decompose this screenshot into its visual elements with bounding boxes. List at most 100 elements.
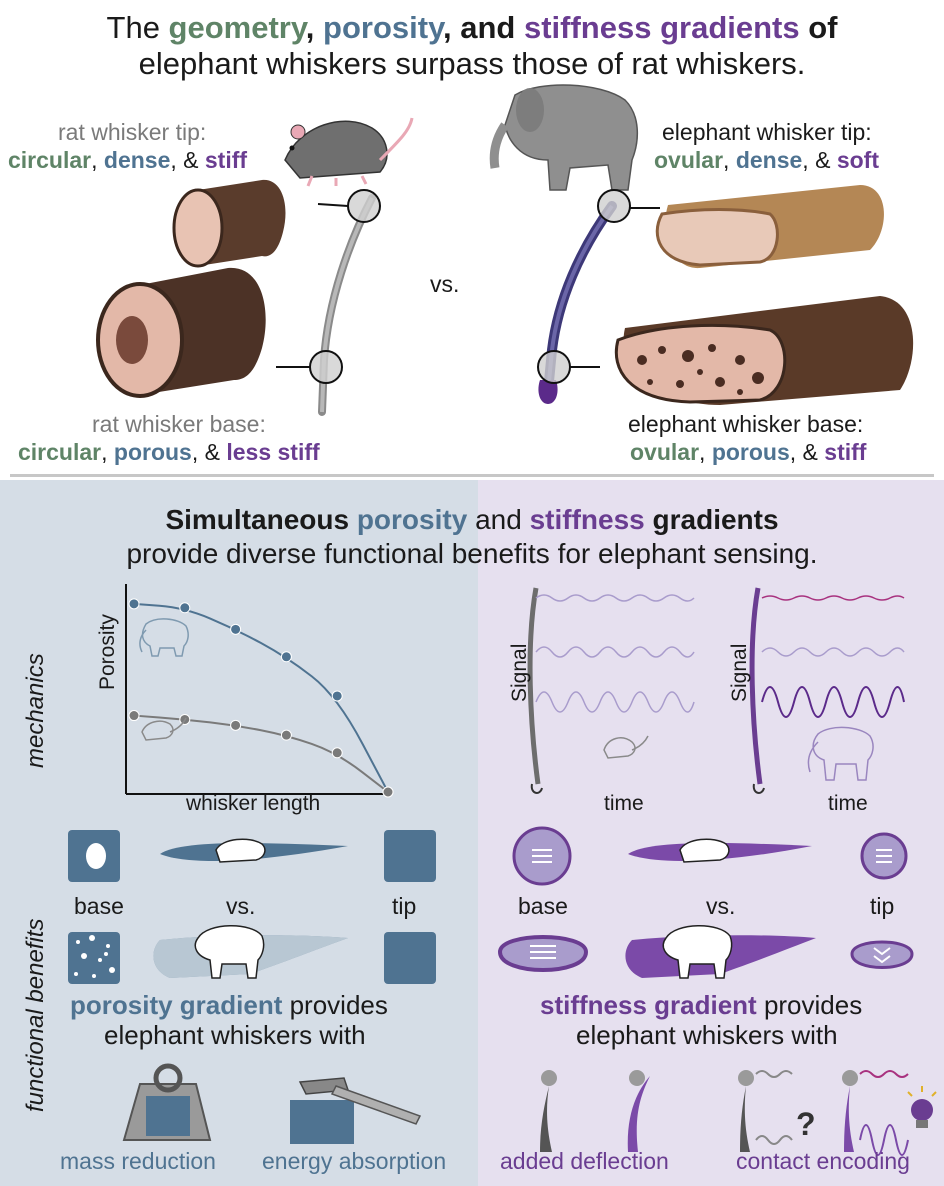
title-comma: , (305, 10, 324, 45)
trait-geometry: circular (18, 439, 102, 465)
trait-geometry: ovular (654, 147, 724, 173)
figure-title-line2: elephant whiskers surpass those of rat w… (138, 46, 806, 81)
base-label-right: base (518, 893, 568, 919)
sep: , & (802, 147, 837, 173)
tip-label-left: tip (392, 893, 417, 919)
data-point-series1-4 (331, 747, 343, 759)
sep: , (723, 147, 736, 173)
title-geometry: geometry (168, 10, 306, 45)
deflection-icon (540, 1070, 650, 1152)
sep: , & (170, 147, 205, 173)
trait-porosity: dense (103, 147, 171, 173)
elephant-signal-trace-2 (761, 647, 905, 657)
rat-whisker-signal (527, 587, 541, 785)
elephant-icon (489, 84, 639, 191)
signal-panels (527, 587, 905, 794)
energy-absorption-label: energy absorption (262, 1148, 447, 1174)
time-xlabel-elephant: time (828, 792, 868, 815)
stiffness-benefit-text-line2: elephant whiskers with (576, 1020, 838, 1050)
sep: , & (789, 439, 825, 465)
rat-signal-trace-2 (535, 646, 695, 658)
signal-ylabel-elephant: Signal (728, 643, 751, 702)
elephant-base-label: elephant whisker base: (628, 411, 864, 437)
rat-outline-icon (141, 717, 187, 741)
elephant-base-ovule (497, 935, 589, 972)
porosity-benefit-text: porosity gradient provides (70, 990, 388, 1020)
hammer-icon (290, 1077, 422, 1144)
elephant-base-marker (537, 350, 571, 384)
rat-base-section (96, 267, 266, 398)
rat-base-traits: circular, porous, & less stiff (18, 438, 320, 466)
rat-tip-section (172, 179, 286, 268)
porosity-ylabel: Porosity (96, 614, 119, 690)
sep: , & (191, 439, 227, 465)
mass-reduction-label: mass reduction (60, 1148, 216, 1174)
trait-stiffness: soft (836, 147, 879, 173)
porosity-benefit-text-line2: elephant whiskers with (104, 1020, 366, 1050)
rat-outline-icon (679, 838, 730, 863)
title-porosity: porosity (323, 10, 444, 45)
section-title: Simultaneous porosity and stiffness grad… (0, 504, 944, 536)
rat-tip-traits: circular, dense, & stiff (8, 146, 247, 174)
stiffness-benefit-text: stiffness gradient provides (540, 990, 862, 1020)
data-point-series0-3 (280, 651, 292, 663)
series-line-elephant (133, 602, 389, 793)
data-point-series0-4 (331, 690, 343, 702)
sep: , (91, 147, 104, 173)
figure-title: The geometry, porosity, and stiffness gr… (0, 10, 944, 46)
data-point-series0-2 (230, 623, 242, 635)
rat-tip-square (384, 830, 436, 882)
vs-label: vs. (430, 271, 460, 297)
data-point-series1-0 (128, 710, 140, 722)
section-subtitle: provide diverse functional benefits for … (126, 538, 818, 569)
elephant-whisker-signal (749, 587, 763, 785)
title-of: of (799, 10, 838, 45)
question-mark: ? (796, 1106, 816, 1142)
elephant-signal-trace-1 (761, 595, 905, 601)
elephant-tip-square (384, 932, 436, 984)
elephant-tip-marker (597, 189, 631, 223)
trait-porosity: dense (735, 147, 803, 173)
elephant-base-section (614, 296, 914, 405)
elephant-base-traits: ovular, porous, & stiff (630, 438, 866, 466)
porosity-xlabel: whisker length (186, 792, 321, 815)
rat-base-label: rat whisker base: (92, 411, 266, 437)
trait-stiffness: stiff (204, 147, 248, 173)
base-label-left: base (74, 893, 124, 919)
rat-outline-icon (603, 735, 649, 759)
time-xlabel-rat: time (604, 792, 644, 815)
vs-label-left: vs. (226, 893, 256, 919)
section-divider (10, 474, 934, 477)
section-title-porosity: porosity (356, 504, 468, 535)
porosity-gradient-label: porosity gradient (70, 990, 283, 1020)
trait-geometry: ovular (630, 439, 700, 465)
section-title-and: and (467, 504, 530, 535)
elephant-outline-icon (139, 618, 189, 657)
weight-icon (122, 1063, 212, 1141)
elephant-tip-traits: ovular, dense, & soft (654, 146, 879, 174)
title-and: , and (443, 10, 524, 45)
provides-label: provides (756, 990, 863, 1020)
trait-geometry: circular (8, 147, 92, 173)
rat-tip-marker (347, 189, 381, 223)
rat-signal-trace-3 (535, 691, 695, 713)
title-word: The (106, 10, 169, 45)
sep: , (699, 439, 712, 465)
sep: , (101, 439, 114, 465)
elephant-outline-icon (807, 726, 874, 781)
added-deflection-label: added deflection (500, 1148, 669, 1174)
mechanics-label: mechanics (22, 653, 49, 768)
rat-outline-icon (215, 838, 266, 863)
elephant-outline-icon (194, 925, 265, 979)
benefit-icons (122, 1063, 937, 1156)
elephant-tip-label: elephant whisker tip: (662, 119, 872, 145)
data-point-series1-5 (382, 786, 394, 798)
elephant-tip-section (655, 185, 884, 269)
rat-signal-trace-1 (535, 594, 695, 602)
data-point-series1-3 (280, 729, 292, 741)
data-point-series0-0 (128, 598, 140, 610)
rat-icon (284, 117, 414, 187)
provides-label: provides (282, 990, 388, 1020)
vs-label-right: vs. (706, 893, 736, 919)
contact-encoding-icon (738, 1070, 909, 1156)
